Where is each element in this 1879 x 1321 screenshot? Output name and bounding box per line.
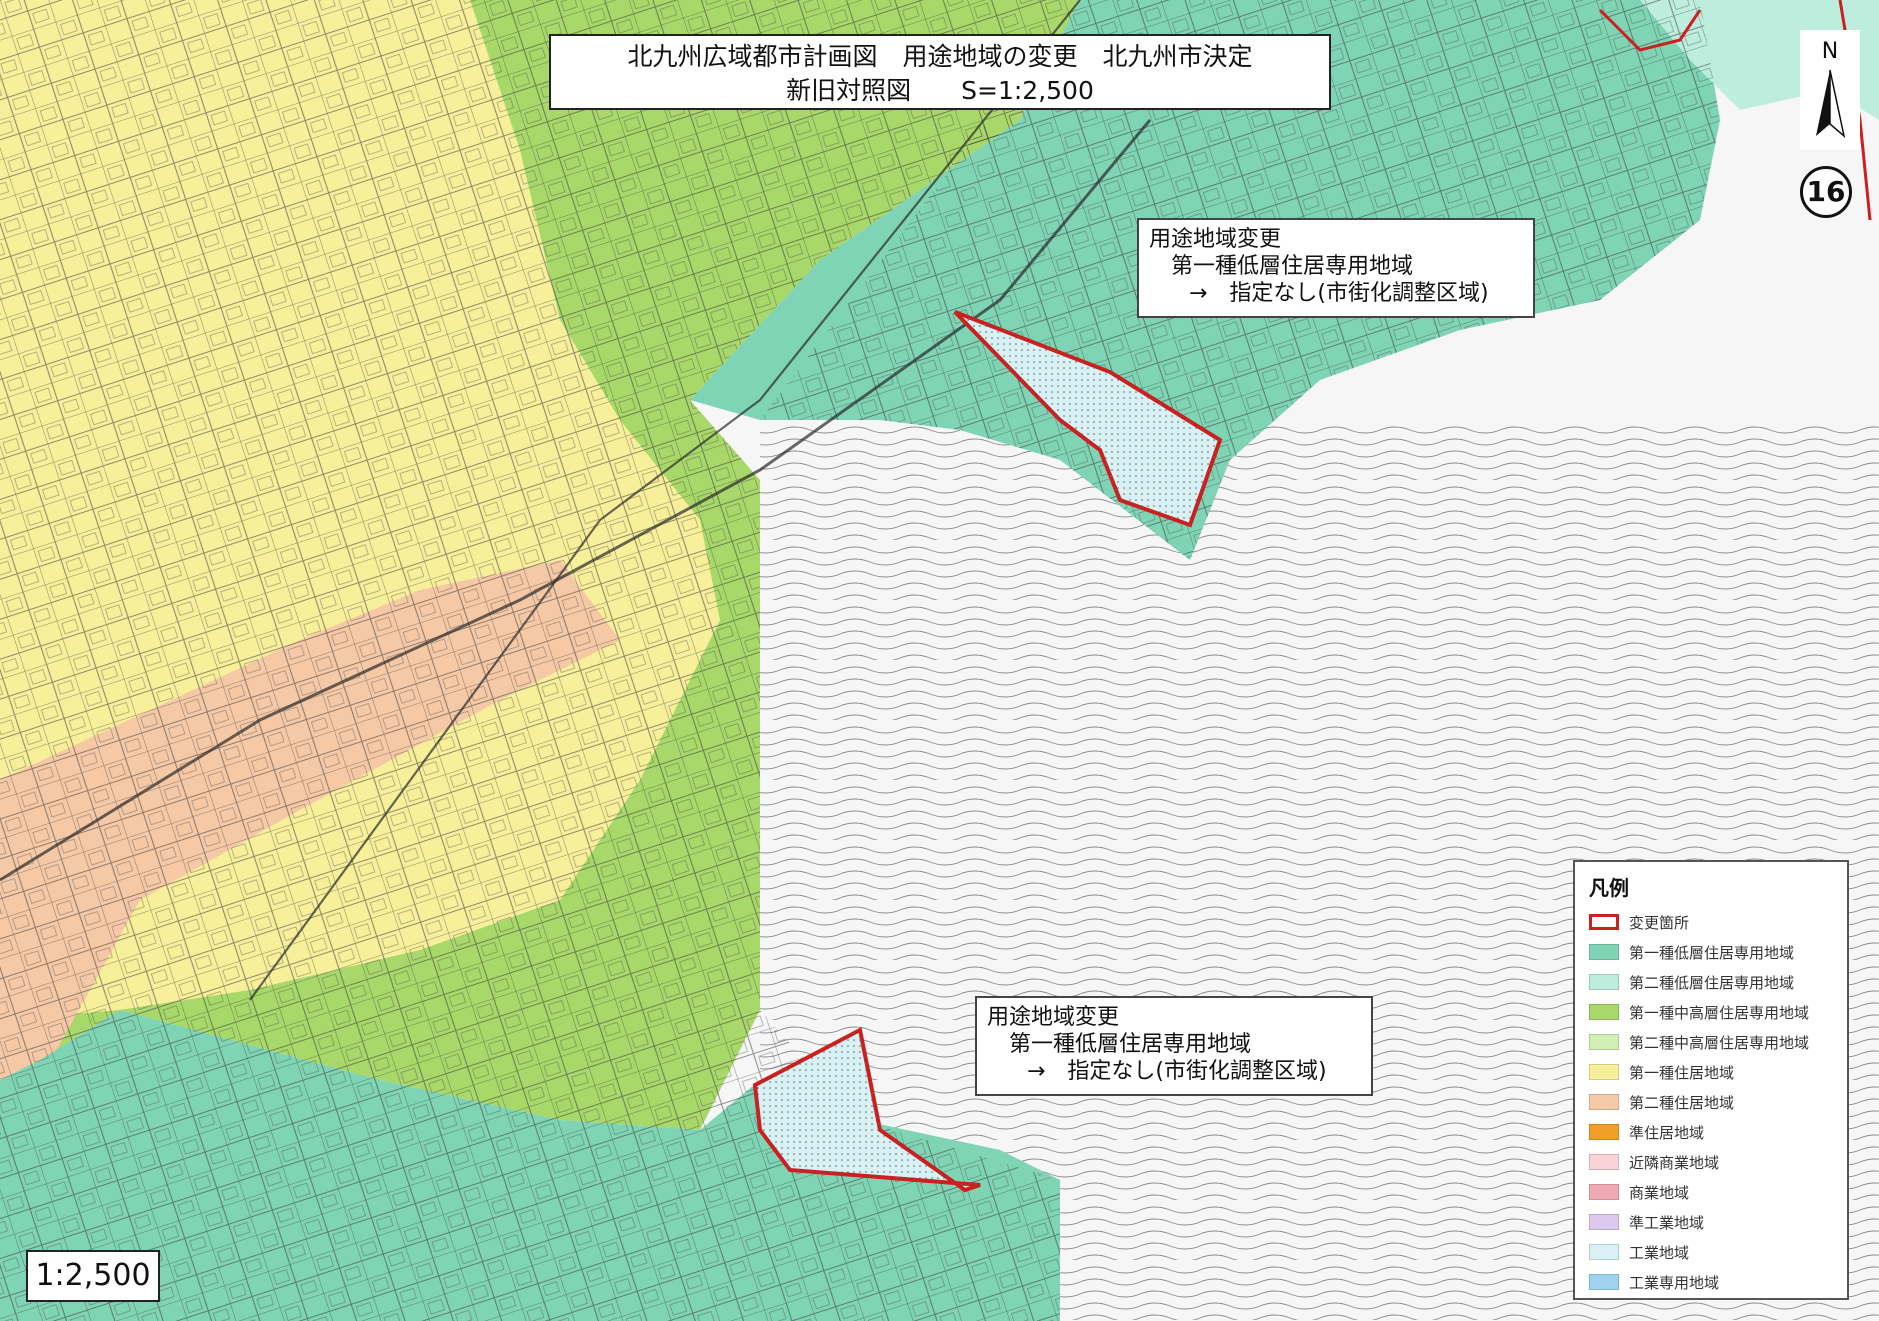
legend-item: 第一種中高層住居専用地域 [1589,997,1837,1027]
legend-list: 変更箇所第一種低層住居専用地域第二種低層住居専用地域第一種中高層住居専用地域第二… [1589,907,1837,1297]
callout-heading: 用途地域変更 [1149,227,1282,252]
legend-title: 凡例 [1589,876,1629,900]
legend-item: 準工業地域 [1589,1207,1837,1237]
legend-swatch [1589,1094,1619,1110]
legend-swatch [1589,974,1619,990]
legend-label: 準住居地域 [1629,1123,1705,1142]
urban-street-grid [0,0,1079,1321]
legend-label: 第一種住居地域 [1629,1063,1735,1082]
legend-label: 工業地域 [1629,1243,1690,1262]
legend-swatch [1589,1244,1619,1260]
callout-change-north: 用途地域変更 第一種低層住居専用地域 → 指定なし(市街化調整区域) [1137,218,1535,318]
callout-from-zone: 第一種低層住居専用地域 [1009,1032,1252,1057]
legend-label: 変更箇所 [1629,913,1690,932]
callout-to-zone: → 指定なし(市街化調整区域) [1027,1059,1327,1084]
change-area-south-stipple [755,1030,980,1190]
callout-heading: 用途地域変更 [987,1005,1120,1030]
legend-swatch [1589,1034,1619,1050]
legend-label: 商業地域 [1629,1183,1690,1202]
boundary-east [1598,8,1702,52]
legend-label: 第二種中高層住居専用地域 [1629,1033,1810,1052]
legend-item: 第二種中高層住居専用地域 [1589,1027,1837,1057]
north-indicator: N [1800,30,1860,150]
legend-swatch [1589,1064,1619,1080]
legend-item: 第一種住居地域 [1589,1057,1837,1087]
map-title-box: 北九州広域都市計画図 用途地域の変更 北九州市決定 新旧対照図 S=1:2,50… [549,34,1331,110]
legend-swatch [1589,1124,1619,1140]
legend-swatch [1589,1214,1619,1230]
legend-item: 商業地域 [1589,1177,1837,1207]
legend-label: 工業専用地域 [1629,1273,1720,1292]
callout-from-zone: 第一種低層住居専用地域 [1171,254,1414,279]
sheet-number-badge: 16 [1800,166,1852,218]
north-arrow-icon [1816,69,1846,138]
legend-label: 準工業地域 [1629,1213,1705,1232]
legend-label: 第二種低層住居専用地域 [1629,973,1795,992]
legend-swatch [1589,1154,1619,1170]
legend-swatch [1589,1274,1619,1290]
legend-item: 準住居地域 [1589,1117,1837,1147]
legend-swatch [1589,1004,1619,1020]
legend-item: 第二種低層住居専用地域 [1589,967,1837,997]
legend-label: 近隣商業地域 [1629,1153,1720,1172]
change-area-north-stipple [955,312,1220,525]
map-subtitle: 新旧対照図 S=1:2,500 [786,76,1094,105]
legend-item: 近隣商業地域 [1589,1147,1837,1177]
map-title: 北九州広域都市計画図 用途地域の変更 北九州市決定 [627,42,1253,71]
north-label: N [1821,39,1839,64]
legend-item: 変更箇所 [1589,907,1837,937]
legend-item: 第二種住居地域 [1589,1087,1837,1117]
legend-swatch [1589,914,1619,930]
legend-label: 第一種中高層住居専用地域 [1629,1003,1810,1022]
legend-item: 工業地域 [1589,1237,1837,1267]
legend-label: 第一種低層住居専用地域 [1629,943,1795,962]
legend: 凡例 変更箇所第一種低層住居専用地域第二種低層住居専用地域第一種中高層住居専用地… [1573,860,1849,1300]
legend-swatch [1589,1184,1619,1200]
legend-label: 第二種住居地域 [1629,1093,1735,1112]
legend-item: 第一種低層住居専用地域 [1589,937,1837,967]
callout-change-south: 用途地域変更 第一種低層住居専用地域 → 指定なし(市街化調整区域) [975,996,1373,1096]
callout-to-zone: → 指定なし(市街化調整区域) [1189,281,1489,306]
legend-item: 工業専用地域 [1589,1267,1837,1297]
arterial-road [0,119,1152,882]
railway-line [249,0,1081,1001]
legend-swatch [1589,944,1619,960]
scale-label: 1:2,500 [26,1250,160,1302]
